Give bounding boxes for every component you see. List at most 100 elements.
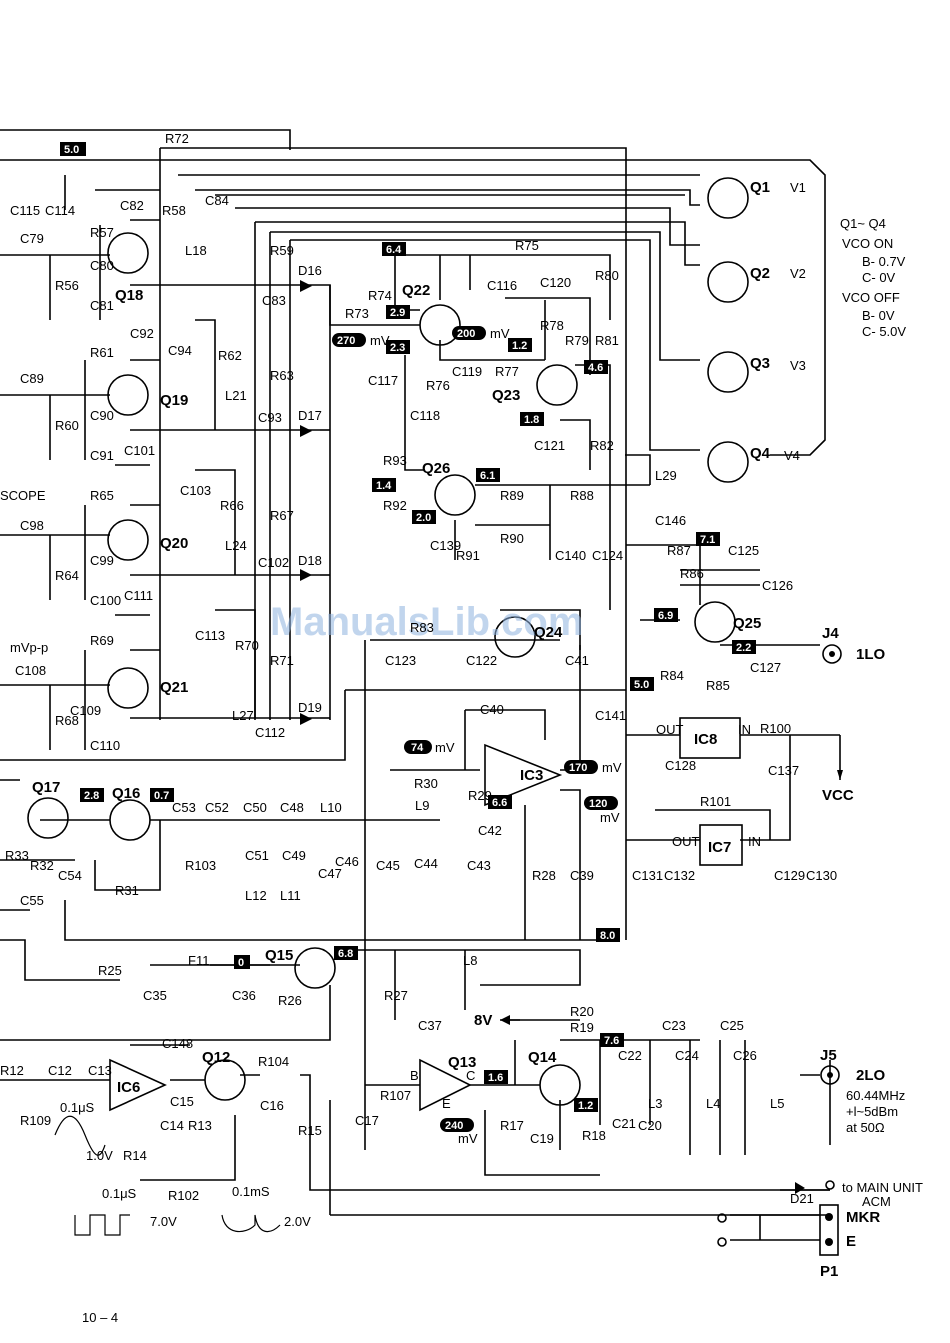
waveform3-time: 0.1mS [232, 1184, 270, 1199]
component-label: C94 [168, 343, 192, 358]
component-label: R78 [540, 318, 564, 333]
component-label: R88 [570, 488, 594, 503]
voltage-value: 2.9 [390, 307, 405, 319]
component-label: D17 [298, 408, 322, 423]
component-label: C23 [662, 1018, 686, 1033]
component-label: C51 [245, 848, 269, 863]
component-label: R75 [515, 238, 539, 253]
waveform-labels: 0.1μS 1.0V 0.1μS 7.0V 0.1mS 2.0V [60, 1100, 311, 1229]
transistor-symbols [27, 177, 749, 1106]
voltage-box: 7.6 [600, 1033, 624, 1047]
component-label: R81 [595, 333, 619, 348]
component-label: R100 [760, 721, 791, 736]
component-label: R87 [667, 543, 691, 558]
component-label: R65 [90, 488, 114, 503]
component-label: C13 [88, 1063, 112, 1078]
component-label: C126 [762, 578, 793, 593]
component-label: C19 [530, 1131, 554, 1146]
label-8v: 8V [474, 1012, 492, 1029]
level-unit: mV [602, 760, 622, 775]
component-label: C53 [172, 800, 196, 815]
vco-note-off-c: C- 5.0V [862, 324, 906, 339]
component-label: C90 [90, 408, 114, 423]
component-label: R58 [162, 203, 186, 218]
watermark: ManualsLib.com [270, 600, 583, 644]
component-label: L27 [232, 708, 254, 723]
level-value: 240 [445, 1120, 463, 1132]
component-label: C45 [376, 858, 400, 873]
voltage-value: 0 [238, 957, 244, 969]
voltage-value: 7.1 [700, 534, 715, 546]
voltage-box: 2.9 [386, 305, 410, 319]
component-label: R82 [590, 438, 614, 453]
component-label: C46 [335, 854, 359, 869]
level-value: 200 [457, 328, 475, 340]
label-q18: Q18 [115, 287, 143, 304]
component-label: C22 [618, 1048, 642, 1063]
component-label: C140 [555, 548, 586, 563]
vco-section: V1 V2 V3 V4 Q1~ Q4 VCO ON B- 0.7V C- 0V … [784, 180, 906, 463]
voltage-value: 8.0 [600, 930, 615, 942]
label-ic8: IC8 [694, 731, 717, 748]
component-label: D18 [298, 553, 322, 568]
voltage-box: 7.1 [696, 532, 720, 546]
label-q1: Q1 [750, 179, 770, 196]
component-label: C81 [90, 298, 114, 313]
label-q14: Q14 [528, 1049, 557, 1066]
voltage-box: 1.6 [484, 1070, 508, 1084]
component-label: C119 [452, 364, 482, 379]
label-q23: Q23 [492, 387, 520, 404]
level-unit: mV [370, 333, 390, 348]
component-label: C83 [262, 293, 286, 308]
component-label: C121 [534, 438, 565, 453]
voltage-value: 6.8 [338, 948, 353, 960]
component-label: C35 [143, 988, 167, 1003]
component-label: R104 [258, 1054, 289, 1069]
component-label: C98 [20, 518, 44, 533]
label-q22: Q22 [402, 282, 430, 299]
level-oval: 170 mV [564, 760, 622, 775]
voltage-value: 1.6 [488, 1072, 503, 1084]
component-label: C49 [282, 848, 306, 863]
component-label: R64 [55, 568, 79, 583]
component-label: R26 [278, 993, 302, 1008]
component-label: C93 [258, 410, 282, 425]
voltage-box: 6.8 [334, 946, 358, 960]
component-label: C16 [260, 1098, 284, 1113]
vco-note-on-title: VCO ON [842, 236, 893, 251]
component-label: C80 [90, 258, 114, 273]
component-label: R80 [595, 268, 619, 283]
voltage-value: 4.6 [588, 362, 603, 374]
voltage-box: 0 [234, 955, 250, 969]
component-label: L21 [225, 388, 247, 403]
waveforms [54, 1115, 281, 1236]
label-ic8-out: OUT [656, 722, 684, 737]
label-pin-c: C [466, 1068, 475, 1083]
component-label: R14 [123, 1148, 147, 1163]
ic-labels: IC3 IC6 IC8 IC7 [117, 731, 731, 1096]
component-label: C100 [90, 593, 121, 608]
component-label: R60 [55, 418, 79, 433]
component-label: C26 [733, 1048, 757, 1063]
voltage-value: 2.8 [84, 790, 99, 802]
component-label: C109 [70, 703, 101, 718]
component-label: R107 [380, 1088, 411, 1103]
component-label: F11 [188, 953, 209, 968]
component-label: R67 [270, 508, 294, 523]
component-label: R109 [20, 1113, 51, 1128]
voltage-box: 2.0 [412, 510, 436, 524]
component-label: R33 [5, 848, 29, 863]
voltage-value: 1.8 [524, 414, 539, 426]
label-q17: Q17 [32, 779, 60, 796]
component-label: R76 [426, 378, 450, 393]
voltage-box: 8.0 [596, 928, 620, 942]
voltage-box: 6.6 [488, 795, 512, 809]
component-label: C99 [90, 553, 114, 568]
component-label: R92 [383, 498, 407, 513]
component-label: C137 [768, 763, 799, 778]
level-value: 170 [569, 762, 587, 774]
component-label: R66 [220, 498, 244, 513]
